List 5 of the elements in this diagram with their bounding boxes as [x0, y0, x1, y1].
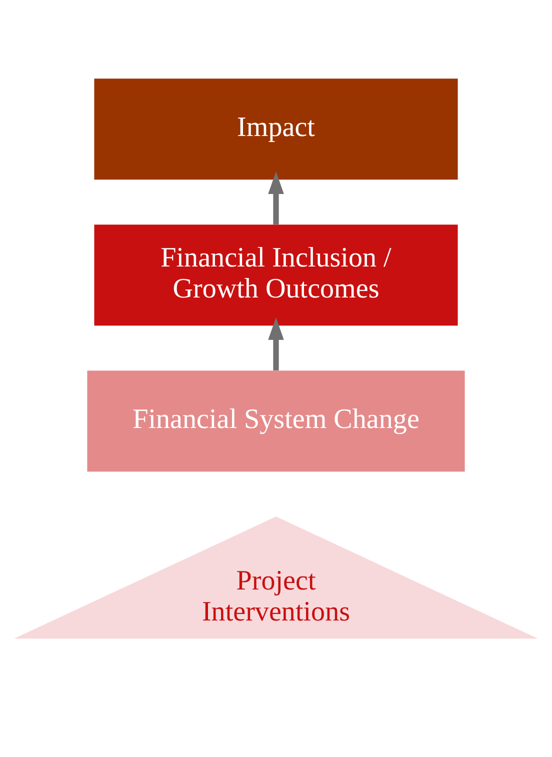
- arrow: [268, 170, 284, 224]
- node-box: Impact: [94, 78, 458, 180]
- arrow: [268, 316, 284, 370]
- node-box: Financial Inclusion / Growth Outcomes: [94, 224, 458, 326]
- node-box: Financial System Change: [87, 370, 465, 472]
